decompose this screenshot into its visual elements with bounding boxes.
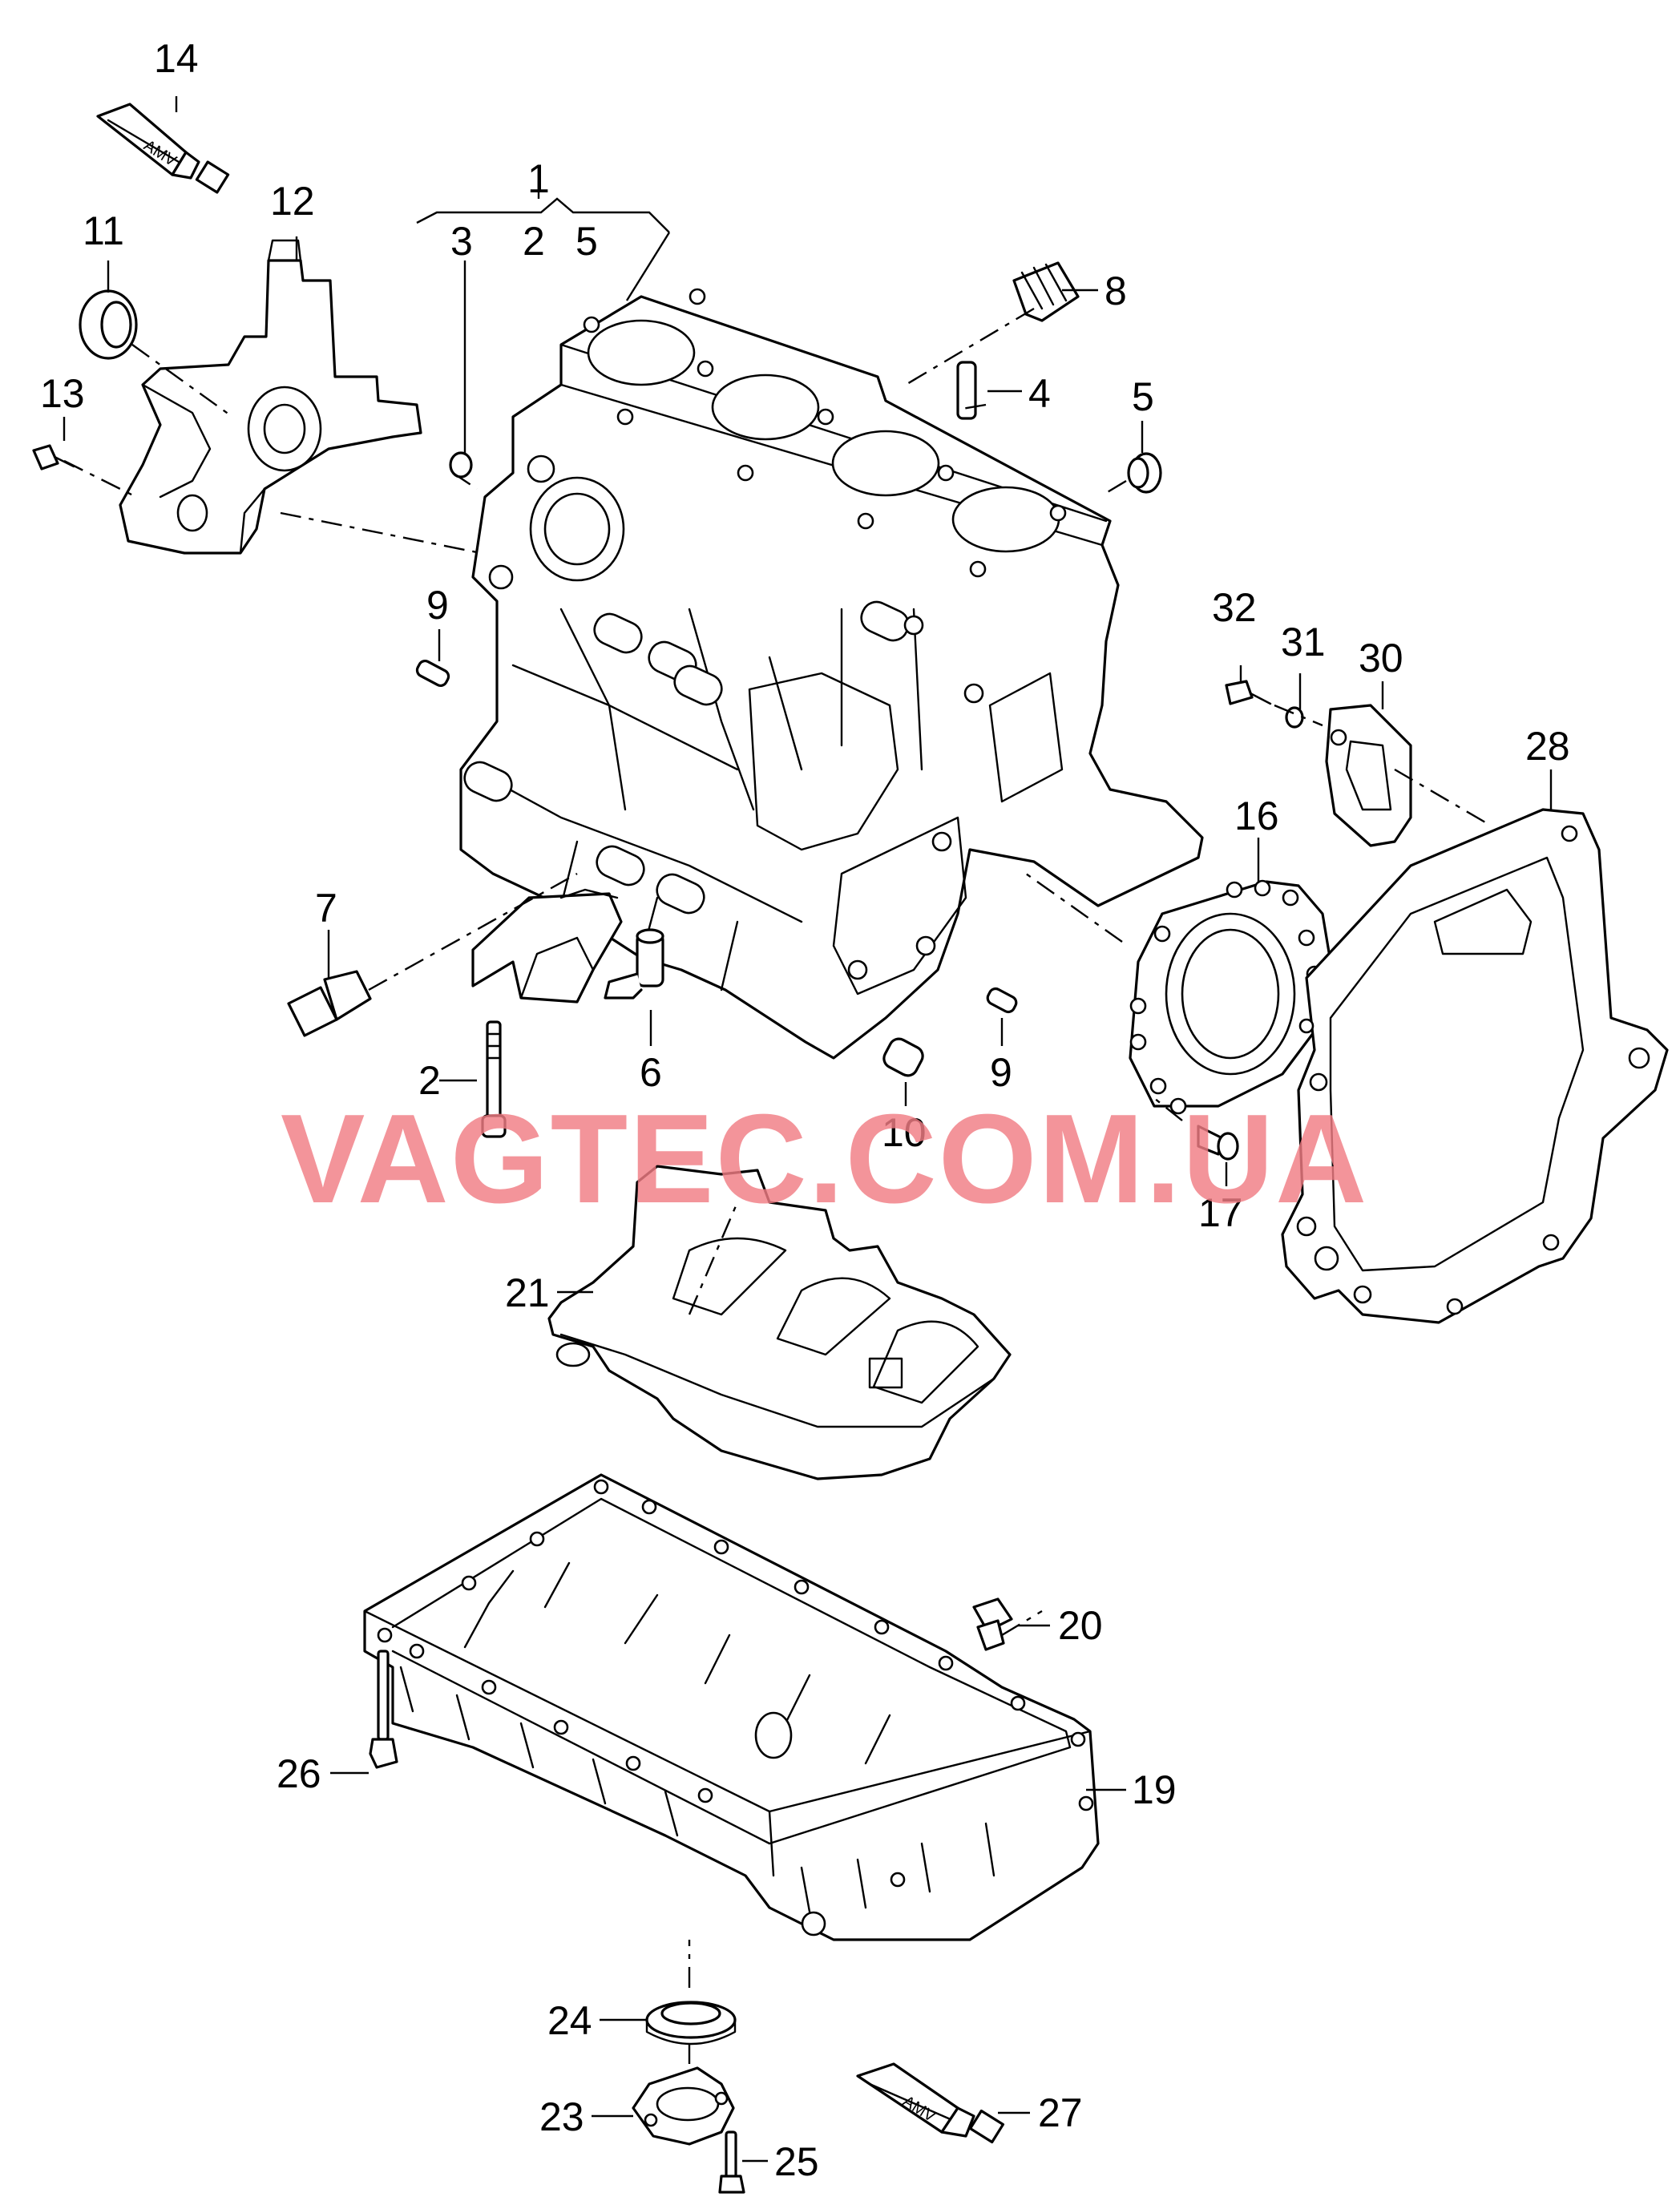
watermark: VAGTEC.COM.UA [281,1088,1368,1230]
callout-23: 23 [539,2094,584,2139]
part-12-bracket[interactable] [119,239,422,555]
part-3-seal[interactable] [449,451,473,479]
callout-2-top: 2 [523,219,545,264]
part-16-seal-flange[interactable] [1129,879,1332,1115]
callout-10: 10 [882,1110,927,1155]
part-9-pin-a[interactable] [415,659,451,688]
part-17-bolt[interactable] [1197,1125,1239,1161]
callout-11: 11 [83,208,124,253]
part-26-bolt[interactable] [369,1650,398,1769]
part-8-plug[interactable] [1012,261,1080,322]
callout-9-right: 9 [990,1050,1012,1095]
callout-4: 4 [1028,371,1051,416]
callout-21: 21 [505,1270,550,1315]
part-25-bolt[interactable] [718,2130,745,2194]
callout-27: 27 [1038,2090,1083,2135]
callout-1: 1 [527,156,550,201]
callout-30: 30 [1359,636,1403,681]
callout-numbers: 1 2 3 5 14 12 11 13 8 4 5 9 32 31 30 28 … [40,36,1570,2184]
callout-25: 25 [774,2139,819,2184]
callout-7: 7 [315,886,337,931]
callout-24: 24 [547,1998,592,2043]
callout-14: 14 [154,36,199,81]
part-27-sealant-tube[interactable]: AMV [856,2062,1005,2144]
part-32-bolt[interactable] [1225,680,1272,705]
part-13-bolt[interactable] [32,444,75,470]
callout-13: 13 [40,371,85,416]
part-20-drain-plug[interactable] [972,1597,1013,1651]
part-5-cap[interactable] [1127,452,1162,494]
callout-5-top: 5 [575,219,598,264]
part-4-dowel[interactable] [956,361,977,420]
callout-5: 5 [1132,374,1154,419]
callout-26: 26 [277,1751,321,1796]
callout-31: 31 [1281,620,1326,664]
part-24-gasket-ring[interactable] [645,2001,737,2046]
part-23-flange[interactable] [632,2066,735,2146]
bearing-cap[interactable] [471,888,623,1004]
part-6-sensor[interactable] [604,928,664,1000]
callout-8: 8 [1105,269,1127,313]
callout-19: 19 [1132,1767,1177,1812]
part-10-sleeve[interactable] [881,1036,927,1079]
callout-17: 17 [1198,1190,1243,1235]
callout-16: 16 [1234,794,1279,838]
leader-lines [63,96,1553,2163]
callout-6: 6 [640,1050,662,1095]
part-9-pin-b[interactable] [985,987,1018,1015]
part-28-gasket[interactable] [1281,808,1669,1324]
part-7-plug-bolt[interactable] [287,970,372,1037]
part-14-sealant-tube[interactable]: AMV [96,103,230,194]
part-21-baffle[interactable] [547,1165,1012,1480]
callout-28: 28 [1525,724,1570,769]
part-2-bolt[interactable] [481,1020,507,1138]
callout-9-left: 9 [426,583,449,628]
callout-32: 32 [1212,585,1257,630]
callout-3: 3 [450,219,473,264]
part-11-seal-ring[interactable] [79,289,138,360]
callout-2: 2 [418,1058,441,1103]
callout-20: 20 [1058,1603,1103,1648]
part-30-gasket[interactable] [1325,704,1412,847]
callout-12: 12 [270,179,315,224]
part-19-oil-pan[interactable] [363,1473,1100,1941]
part-1-cylinder-block[interactable] [459,288,1204,1060]
